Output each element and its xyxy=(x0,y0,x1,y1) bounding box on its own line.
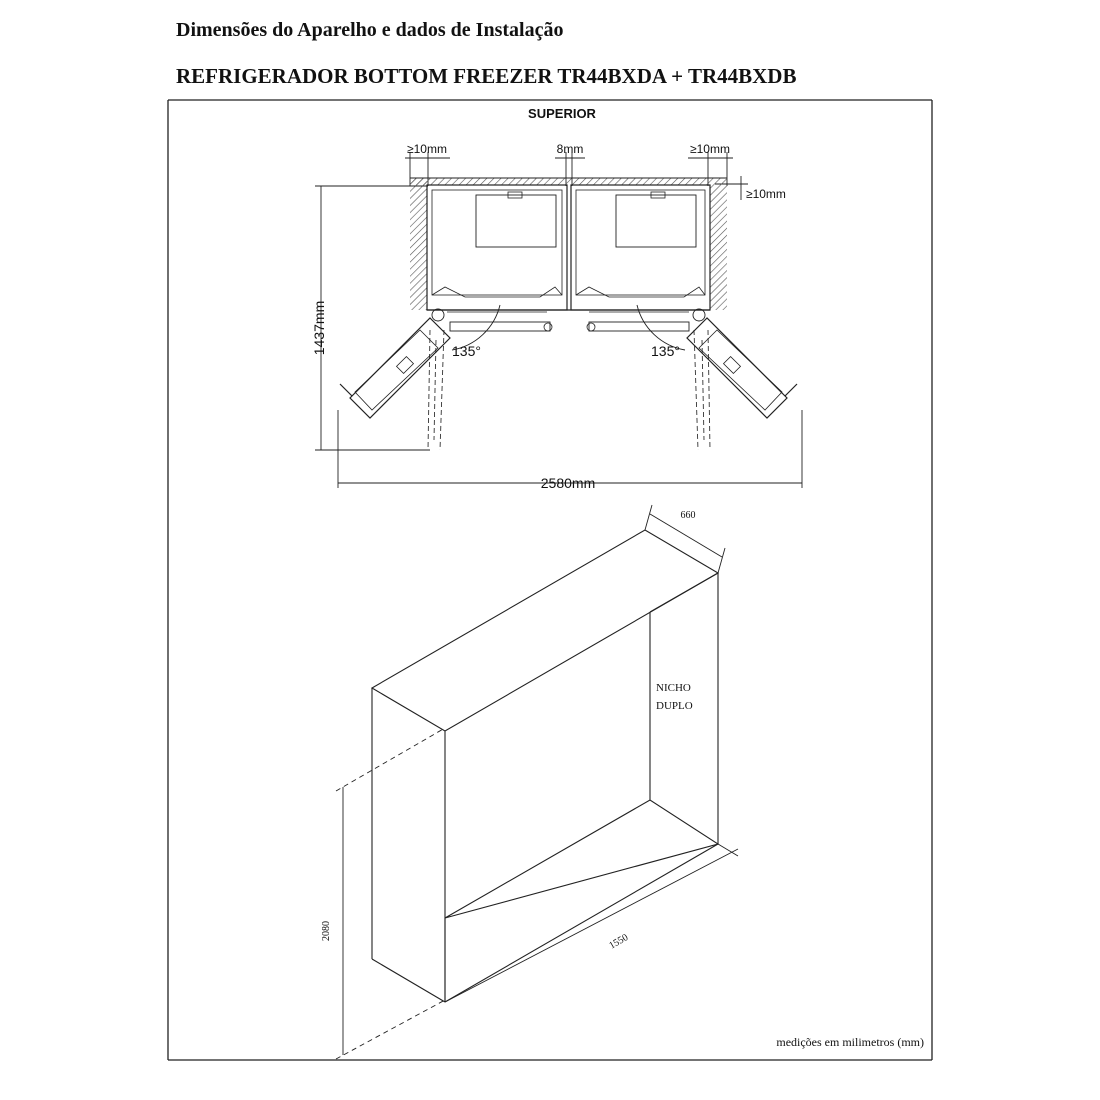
niche-label-line2: DUPLO xyxy=(656,700,693,712)
gap-top-label: ≥10mm xyxy=(746,187,786,201)
niche-width-label: 1550 xyxy=(607,932,630,952)
gap-center-label: 8mm xyxy=(557,142,584,156)
door-left-open xyxy=(339,317,451,419)
depth-dimension-label: 1437mm xyxy=(311,301,327,355)
niche-height-label: 2080 xyxy=(321,921,332,941)
units-note: medições em milimetros (mm) xyxy=(776,1035,924,1049)
top-view-label: SUPERIOR xyxy=(528,106,597,121)
fridge-units xyxy=(426,184,711,332)
door-closed-outline xyxy=(427,329,711,451)
angle-right-label: 135° xyxy=(651,343,680,359)
page-title: Dimensões do Aparelho e dados de Instala… xyxy=(176,19,564,41)
wall-hatching xyxy=(410,177,727,310)
gap-left-label: ≥10mm xyxy=(407,142,447,156)
overall-dimensions xyxy=(315,185,803,488)
niche-label-line1: NICHO xyxy=(656,682,691,694)
angle-arcs xyxy=(451,304,686,351)
model-subtitle: REFRIGERADOR BOTTOM FREEZER TR44BXDA + T… xyxy=(176,64,797,88)
drawing-frame xyxy=(167,99,933,1061)
width-dimension-label: 2580mm xyxy=(541,475,595,491)
niche-dimension-lines xyxy=(335,504,739,1060)
door-right-open xyxy=(686,317,798,419)
niche-box xyxy=(370,529,720,1003)
niche-depth-label: 660 xyxy=(681,510,696,521)
clearance-dimensions xyxy=(405,152,748,200)
gap-right-label: ≥10mm xyxy=(690,142,730,156)
angle-left-label: 135° xyxy=(452,343,481,359)
